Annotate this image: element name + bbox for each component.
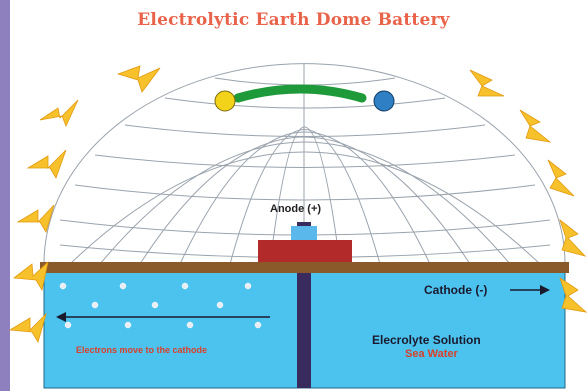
yellow-sphere-icon [214,90,236,112]
anode-label: Anode (+) [270,203,322,215]
lightning-spark-icon [8,65,161,343]
arrow-left-icon [56,312,270,322]
arrow-right-icon [510,285,550,295]
electron-dots [59,282,262,329]
anode-block [258,240,352,264]
green-arc-icon [233,84,367,103]
sea-water-label: Sea Water [405,348,458,360]
anode-cap [291,226,317,242]
blue-sphere-icon [373,90,395,112]
page-title: Electrolytic Earth Dome Battery [137,10,450,30]
electrons-caption: Electrons move to the cathode [76,345,208,355]
electrolyte-label: Elecrolyte Solution [372,333,481,347]
cathode-label: Cathode (-) [424,283,488,297]
lightning-spark-icon [469,69,587,313]
earth-plate [40,262,569,273]
